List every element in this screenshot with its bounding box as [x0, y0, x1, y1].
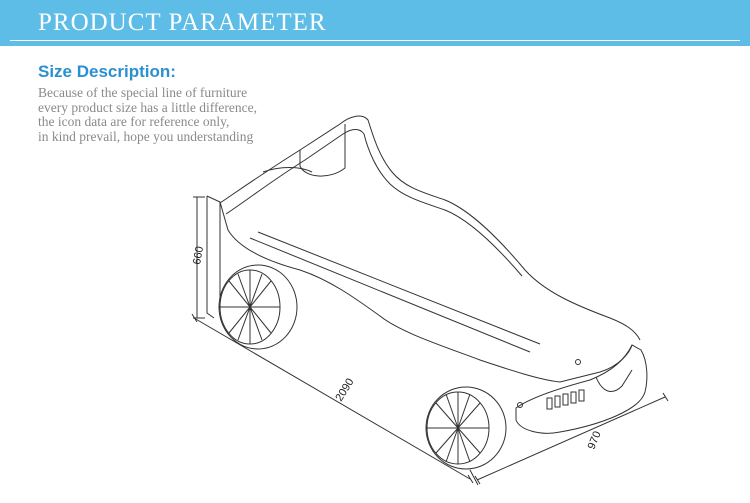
length-dimension-line: [191, 313, 474, 484]
back-side-panel: [219, 115, 641, 341]
banner-title: PRODUCT PARAMETER: [38, 9, 327, 36]
dimension-length-label: 2090: [333, 376, 356, 403]
description-line-1: Because of the special line of furniture: [38, 85, 248, 100]
headboard: [299, 124, 346, 177]
footboard: [515, 344, 648, 434]
dimension-width-label: 970: [586, 430, 604, 452]
description-line-2: every product size has a little differen…: [38, 99, 258, 115]
rear-wheel: [218, 264, 298, 350]
header-banner: PRODUCT PARAMETER: [0, 0, 750, 46]
description-line-3: the icon data are for reference only,: [38, 114, 230, 129]
dimension-height-label: 660: [191, 245, 206, 265]
size-description-heading: Size Description:: [38, 62, 176, 81]
width-dimension-line: [474, 392, 669, 485]
size-description-text: Because of the special line of furniture…: [38, 85, 328, 144]
description-line-4: in kind prevail, hope you understanding: [38, 128, 254, 144]
banner-divider: [10, 40, 740, 41]
bed-slat-base: [257, 231, 541, 345]
front-side-panel: [206, 195, 633, 383]
front-wheel: [425, 386, 507, 470]
